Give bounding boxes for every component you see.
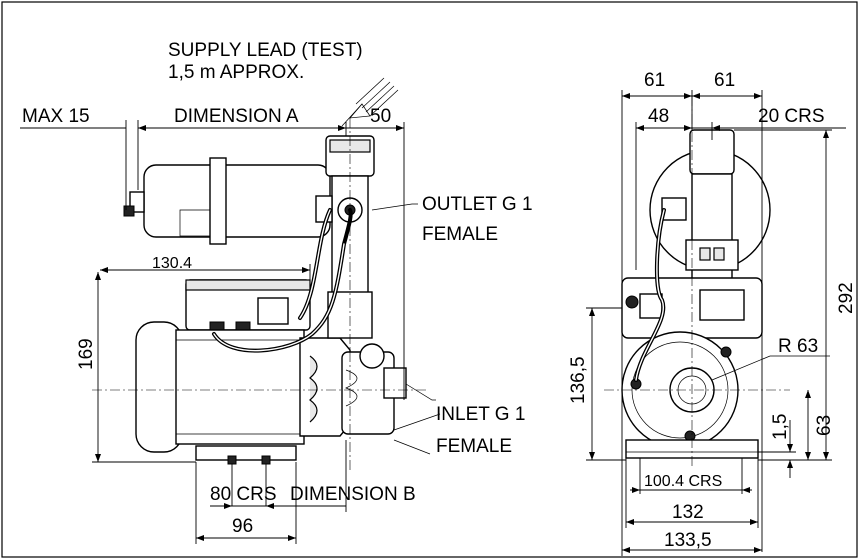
dim-132-label: 132 <box>672 502 704 523</box>
pressure-vessel <box>123 157 331 245</box>
base-feet <box>195 445 297 465</box>
outlet-label-line2: FEMALE <box>422 224 498 245</box>
end-view <box>586 90 846 556</box>
dim-169-label: 169 <box>76 338 97 370</box>
side-view <box>20 77 441 544</box>
dimension-a-label: DIMENSION A <box>174 106 299 127</box>
supply-cable <box>212 208 353 353</box>
dim-1-5-label: 1,5 <box>770 414 791 440</box>
control-box <box>185 279 311 333</box>
inlet-label-line2: FEMALE <box>436 436 512 457</box>
supply-lead-label-line2: 1,5 m APPROX. <box>168 62 304 83</box>
supply-lead-label-line1: SUPPLY LEAD (TEST) <box>168 40 363 61</box>
dim-80crs-label: 80 CRS <box>210 484 277 505</box>
dim-292-label: 292 <box>836 282 857 314</box>
dim-133-5-label: 133,5 <box>664 530 712 551</box>
dim-48-label: 48 <box>648 106 669 127</box>
inlet-label-line1: INLET G 1 <box>436 404 525 425</box>
dim-100-4crs-label: 100.4 CRS <box>644 473 722 490</box>
dim-63-label: 63 <box>814 415 835 436</box>
dim-96-label: 96 <box>232 516 253 537</box>
pump-head <box>341 343 407 435</box>
dim-61-left-label: 61 <box>644 70 665 91</box>
dim-130-4-label: 130.4 <box>152 255 192 272</box>
dim-61-right-label: 61 <box>714 70 735 91</box>
supply-lead-wires <box>341 77 399 127</box>
dim-r63-label: R 63 <box>778 336 818 357</box>
outlet-label-line1: OUTLET G 1 <box>422 194 533 215</box>
dim-50-label: 50 <box>370 106 391 127</box>
dim-20crs-label: 20 CRS <box>758 106 825 127</box>
motor <box>135 321 351 453</box>
dim-136-5-label: 136,5 <box>568 356 589 404</box>
max15-label: MAX 15 <box>22 106 90 127</box>
dimension-b-label: DIMENSION B <box>290 484 416 505</box>
